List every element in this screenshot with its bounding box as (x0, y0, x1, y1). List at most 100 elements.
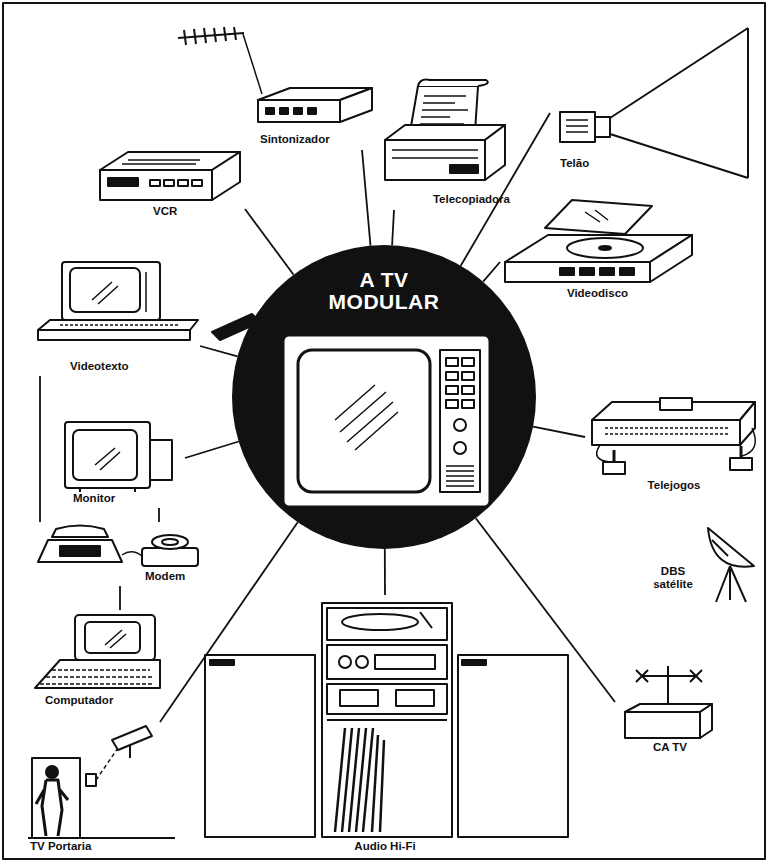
videodisc-drawing-part (600, 268, 614, 275)
device-box: TV Portaria (25, 722, 160, 857)
videotext-drawing-part (38, 330, 190, 340)
connector-line (245, 209, 294, 275)
central-disc-part (454, 419, 466, 431)
hifi-drawing-part (356, 656, 368, 668)
projector-drawing-part (566, 120, 588, 132)
projector-drawing-part (595, 117, 610, 137)
device-label: Computador (45, 694, 113, 707)
central-disc-part (283, 335, 490, 507)
videogame-drawing-part (740, 402, 755, 445)
satellite-dish-drawing-part (708, 528, 754, 567)
device-label: Sintonizador (260, 133, 330, 146)
vcr-drawing-part (178, 180, 188, 186)
projector-drawing (560, 28, 748, 178)
doorway-drawing-part (36, 780, 68, 836)
hifi-drawing-part (396, 690, 434, 706)
videogame-drawing-part (603, 462, 625, 474)
antenna-tuner-part (243, 34, 262, 94)
modem-drawing-part (60, 546, 100, 556)
monitor-drawing-part (150, 440, 172, 480)
satellite-dish-drawing (708, 528, 754, 602)
videotext-drawing-part (70, 268, 140, 312)
hifi-drawing-part (205, 655, 315, 837)
central-disc-part (440, 350, 480, 492)
hifi-drawing-part (335, 728, 384, 832)
central-disc-part (462, 386, 474, 394)
vcr-drawing-part (122, 160, 200, 164)
connector-line (200, 346, 238, 356)
monitor-drawing-part (95, 448, 120, 470)
vcr-drawing-part (164, 180, 174, 186)
videogame-drawing-part (740, 446, 743, 458)
catv-drawing-part (625, 712, 700, 738)
antenna-tuner-part (340, 88, 372, 122)
videotext-drawing-part (60, 324, 180, 326)
videodisc-drawing-part (545, 200, 652, 234)
device-box: Audio Hi-Fi (200, 595, 572, 857)
device-box: Monitor (55, 418, 185, 508)
vcr-drawing-part (150, 180, 160, 186)
device-box: Videodisco (500, 195, 697, 307)
videodisc-drawing (505, 200, 692, 282)
device-label: CA TV (615, 741, 725, 754)
central-disc-part (446, 386, 458, 394)
antenna-tuner-part (258, 100, 340, 122)
catv-drawing-part (636, 670, 702, 682)
computer-drawing (35, 615, 160, 688)
videogame-drawing-part (605, 428, 730, 434)
device-box: Sintonizador (250, 85, 375, 150)
vcr-drawing-part (192, 180, 202, 186)
doorway-drawing-part (112, 726, 152, 750)
modem-drawing (38, 526, 198, 567)
modem-drawing-part (122, 552, 142, 556)
computer-drawing-part (85, 622, 140, 653)
videodisc-drawing-part (599, 246, 611, 250)
monitor-drawing (65, 422, 172, 492)
frame-part (3, 3, 765, 859)
central-disc-part (462, 400, 474, 408)
antenna-tuner-part (280, 108, 288, 114)
videotext-drawing (38, 262, 260, 340)
connector-line (158, 508, 160, 522)
hifi-drawing-part (342, 614, 418, 630)
videogame-drawing-part (660, 398, 692, 410)
vcr-drawing-part (100, 170, 212, 200)
modem-drawing-part (52, 526, 108, 538)
hifi-drawing-part (327, 684, 447, 714)
catv-drawing-part (700, 704, 712, 738)
connector-line (533, 427, 585, 437)
catv-drawing-part (625, 704, 712, 712)
device-label: Telão (560, 157, 589, 170)
hifi-drawing-part (327, 719, 447, 721)
videogame-drawing-part (597, 428, 756, 462)
fax-drawing-part (485, 125, 505, 180)
connector-line (362, 150, 371, 246)
hifi-drawing-part (340, 690, 378, 706)
device-box: DBS satélite (640, 515, 760, 607)
central-disc-part (454, 442, 466, 454)
central-disc-part (335, 385, 398, 450)
hub-circle: A TV MODULAR (232, 245, 536, 549)
device-label: Monitor (73, 492, 115, 505)
device-label: Modem (145, 570, 185, 583)
hifi-drawing (205, 603, 568, 837)
device-box: Telecopiadora (378, 78, 515, 210)
videotext-drawing-part (38, 320, 198, 330)
antenna-tuner (178, 27, 372, 122)
vcr-drawing-part (108, 178, 138, 186)
central-disc-part (446, 400, 458, 408)
connector-line (461, 113, 550, 266)
hifi-drawing-part (322, 603, 452, 837)
satellite-dish-drawing-part (712, 540, 728, 556)
device-box: Modem (30, 522, 210, 586)
fax-drawing-part (418, 80, 488, 86)
modem-drawing-part (162, 539, 178, 545)
central-disc-part (232, 245, 536, 549)
device-box: Videotexto (30, 258, 200, 376)
videogame-drawing (592, 398, 755, 474)
device-label: Videodisco (500, 287, 695, 300)
computer-drawing-part (105, 630, 126, 648)
device-label: DBS satélite (642, 565, 704, 591)
